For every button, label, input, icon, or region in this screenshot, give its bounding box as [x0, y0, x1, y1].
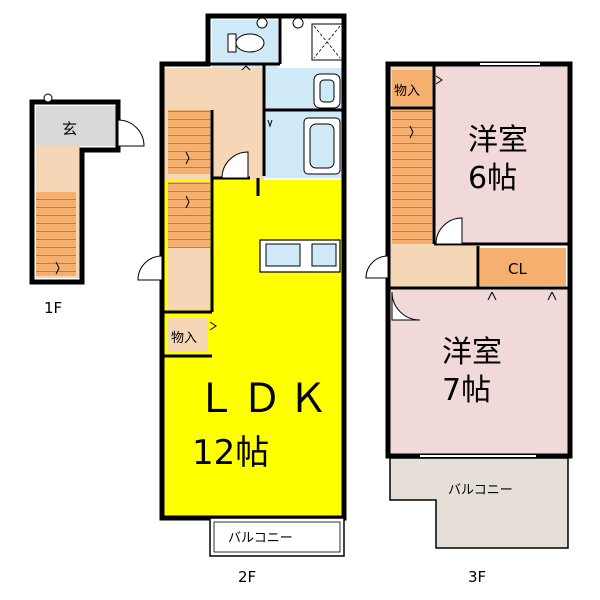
room-6jo-name: 洋室 — [468, 123, 528, 158]
balcony-3f — [389, 457, 569, 549]
floor-1f: 玄 1F — [29, 93, 145, 317]
walls-1f — [29, 99, 121, 285]
balcony-3f-label: バルコニー — [448, 483, 513, 498]
room-6jo-door[interactable] — [435, 217, 463, 245]
entrance-door[interactable] — [117, 119, 145, 147]
closet-label: CL — [508, 260, 527, 278]
room-6jo-size: 6帖 — [468, 161, 517, 196]
toilet-bowl — [235, 33, 265, 53]
landing-2f — [168, 248, 210, 310]
ldk-name: ＬＤＫ — [196, 376, 334, 422]
balcony-2f — [209, 517, 345, 557]
stair-door-3f[interactable] — [365, 255, 389, 279]
room-7jo — [390, 288, 568, 454]
hall-door[interactable] — [221, 151, 249, 179]
stairs-3f — [392, 110, 432, 244]
room-7jo-door[interactable] — [391, 291, 421, 321]
room-7jo-name: 洋室 — [442, 335, 502, 370]
floor-2f-label: 2F — [238, 568, 256, 586]
floor-1f-label: 1F — [44, 299, 62, 317]
wash-door[interactable] — [292, 17, 304, 29]
floor-3f-label: 3F — [468, 568, 486, 586]
toilet-fixture — [227, 33, 237, 53]
room-7jo-size: 7帖 — [442, 373, 491, 408]
stairs-2f-upper — [168, 110, 210, 174]
storage-3f — [392, 70, 432, 106]
floor-2f: 物入 ＬＤＫ 12帖 バル — [137, 13, 347, 586]
storage-2f — [168, 318, 208, 352]
balcony-2f-label: バルコニー — [228, 531, 293, 546]
closet-cl — [480, 248, 566, 286]
room-6jo — [434, 66, 568, 244]
toilet-door[interactable] — [256, 17, 268, 29]
stove — [311, 243, 337, 267]
floor-3f: 物入 洋室 6帖 CL 洋室 7帖 バルコニー 3F — [365, 61, 573, 586]
side-door[interactable] — [137, 255, 163, 281]
storage-3f-label: 物入 — [394, 84, 420, 99]
stairs-1f — [36, 192, 76, 276]
entrance-area — [36, 106, 116, 146]
stairs-2f-lower — [168, 182, 210, 248]
ldk-size: 12帖 — [192, 433, 269, 473]
kitchen-sink — [265, 243, 301, 267]
interior-walls-3f — [388, 66, 570, 290]
hall-3f-lower — [390, 246, 478, 288]
entrance-label: 玄 — [62, 120, 77, 138]
storage-2f-label: 物入 — [171, 331, 197, 346]
